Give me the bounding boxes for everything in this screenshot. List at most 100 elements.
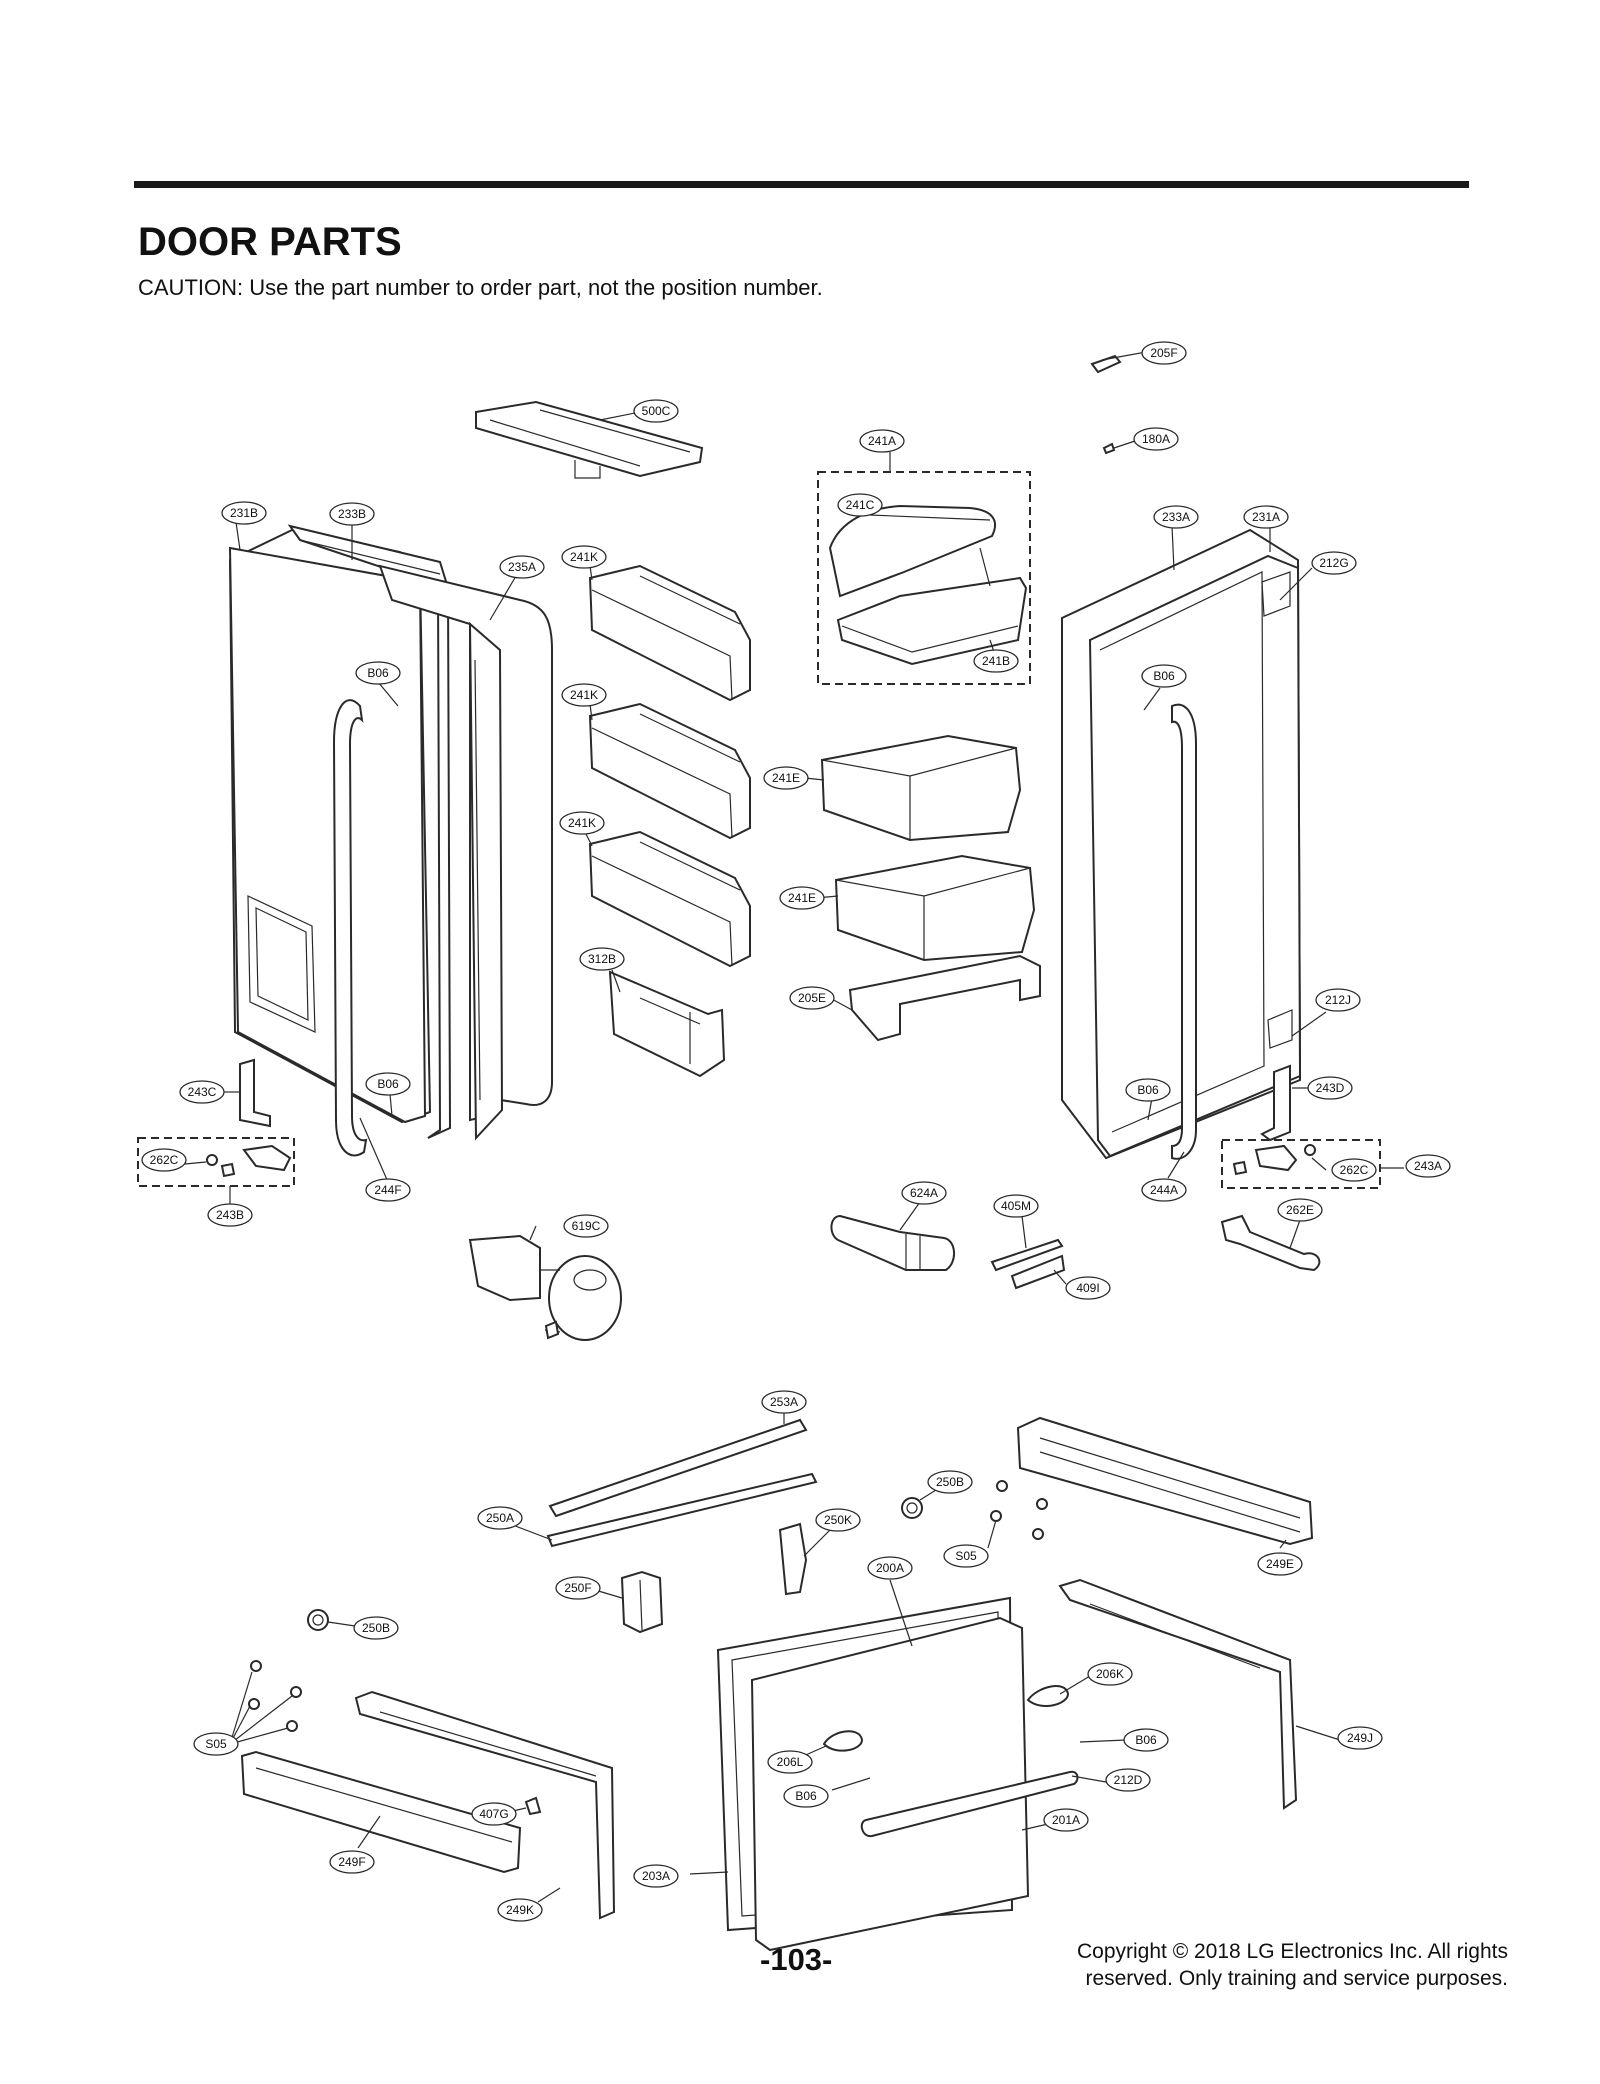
callout-ellipse <box>633 1864 679 1888</box>
callout-text: S05 <box>205 1737 227 1751</box>
callout-text: 241A <box>868 434 896 448</box>
callout-ellipse <box>633 399 679 423</box>
part-handle-cap-right-drawing <box>1026 1685 1070 1708</box>
callout-241k: 241K <box>561 683 607 707</box>
callout-ellipse <box>1277 1198 1323 1222</box>
part-handle-cap-left-drawing <box>822 1730 864 1752</box>
part-rail-right-bracket-drawing <box>1058 1578 1298 1810</box>
callout-text: 235A <box>508 560 536 574</box>
callout-500c: 500C <box>633 399 679 423</box>
callout-ellipse <box>867 1556 913 1580</box>
callout-ellipse <box>837 493 883 517</box>
callout-312b: 312B <box>579 947 625 971</box>
header-rule <box>134 181 1469 188</box>
callout-ellipse <box>901 1181 947 1205</box>
callout-200a: 200A <box>867 1556 913 1580</box>
callout-ellipse <box>993 1194 1039 1218</box>
part-rail-left-drawing <box>240 1750 522 1874</box>
callout-text: 241B <box>982 654 1010 668</box>
callout-text: B06 <box>1135 1733 1157 1747</box>
callout-262e: 262E <box>1277 1198 1323 1222</box>
callout-ellipse <box>561 545 607 569</box>
callout-text: 233B <box>338 507 366 521</box>
callout-ellipse <box>1105 1768 1151 1792</box>
callout-ellipse <box>329 502 375 526</box>
callout-ellipse <box>193 1732 239 1756</box>
part-rail-strip-upper-drawing <box>548 1418 808 1518</box>
callout-ellipse <box>1125 1078 1171 1102</box>
callout-text: 619C <box>572 1219 601 1233</box>
callout-ellipse <box>555 1576 601 1600</box>
callout-ellipse <box>477 1506 523 1530</box>
part-screws-right-drawing <box>990 1480 1048 1540</box>
callout-text: 312B <box>588 952 616 966</box>
callout-243d: 243D <box>1307 1076 1353 1100</box>
callout-ellipse <box>1315 988 1361 1012</box>
callout-s05: S05 <box>193 1732 239 1756</box>
callout-241k: 241K <box>561 545 607 569</box>
callout-text: 241K <box>570 688 598 702</box>
callout-253a: 253A <box>761 1390 807 1414</box>
callout-262c: 262C <box>141 1148 187 1172</box>
callout-text: 249E <box>1266 1557 1294 1571</box>
part-left-gasket-drawing <box>287 524 452 1139</box>
part-module-housing-drawing <box>608 970 726 1078</box>
callout-text: 201A <box>1052 1813 1080 1827</box>
callout-233b: 233B <box>329 502 375 526</box>
callout-text: 241C <box>846 498 875 512</box>
callout-ellipse <box>329 1850 375 1874</box>
part-top-cover-drawing <box>475 400 704 479</box>
callout-409i: 409I <box>1065 1276 1111 1300</box>
callout-ellipse <box>1065 1276 1111 1300</box>
callout-text: B06 <box>795 1789 817 1803</box>
callout-205f: 205F <box>1141 341 1187 365</box>
callout-text: 212G <box>1319 556 1348 570</box>
callout-ellipse <box>763 766 809 790</box>
page-number: -103- <box>760 1942 833 1977</box>
callout-407g: 407G <box>471 1802 517 1826</box>
callout-405m: 405M <box>993 1194 1039 1218</box>
callout-235a: 235A <box>499 555 545 579</box>
callout-ellipse <box>221 501 267 525</box>
callout-ellipse <box>355 661 401 685</box>
callout-ellipse <box>499 555 545 579</box>
callout-text: 241K <box>570 550 598 564</box>
callout-244f: 244F <box>365 1178 411 1202</box>
callout-text: 244A <box>1150 1183 1178 1197</box>
part-hinge-bracket-right-drawing <box>1232 1144 1316 1176</box>
callout-243a: 243A <box>1405 1154 1451 1178</box>
part-door-basket-upper-drawing <box>820 734 1022 842</box>
callout-241k: 241K <box>559 811 605 835</box>
callout-ellipse <box>761 1390 807 1414</box>
callout-ellipse <box>579 947 625 971</box>
callout-ellipse <box>561 683 607 707</box>
callout-text: 241E <box>788 891 816 905</box>
callout-206l: 206L <box>767 1750 813 1774</box>
callout-ellipse <box>1087 1662 1133 1686</box>
callout-262c: 262C <box>1331 1158 1377 1182</box>
part-rail-strip-lower-drawing <box>546 1472 818 1548</box>
callout-ellipse <box>559 811 605 835</box>
callout-233a: 233A <box>1153 505 1199 529</box>
callout-ellipse <box>207 1203 253 1227</box>
callout-ellipse <box>1331 1158 1377 1182</box>
callout-text: 407G <box>479 1807 508 1821</box>
callout-ellipse <box>1405 1154 1451 1178</box>
callout-text: B06 <box>1137 1083 1159 1097</box>
callout-b06: B06 <box>1141 664 1187 688</box>
part-rail-right-drawing <box>1016 1416 1314 1546</box>
callout-text: 405M <box>1001 1199 1031 1213</box>
part-water-filter-drawing <box>830 1214 955 1271</box>
part-dairy-bin-cover-drawing <box>828 504 997 598</box>
callout-text: 243B <box>216 1208 244 1222</box>
part-door-basket-lower-drawing <box>834 854 1036 962</box>
callout-619c: 619C <box>563 1214 609 1238</box>
callout-624a: 624A <box>901 1181 947 1205</box>
callout-b06: B06 <box>1125 1078 1171 1102</box>
callout-ellipse <box>1257 1552 1303 1576</box>
callout-ellipse <box>1141 1178 1187 1202</box>
callout-ellipse <box>1043 1808 1089 1832</box>
callout-text: 212D <box>1114 1773 1143 1787</box>
